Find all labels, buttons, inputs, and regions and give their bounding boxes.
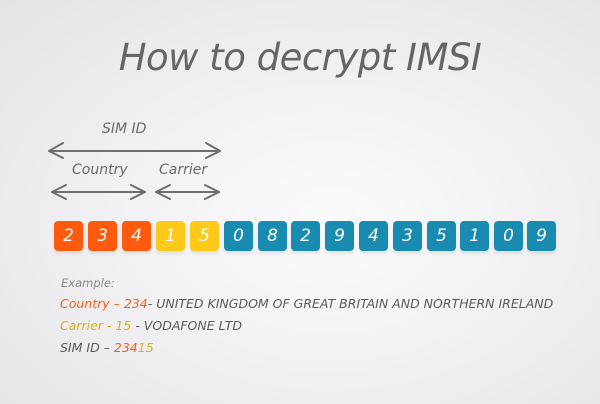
digit-box-subscriber: 9: [325, 221, 354, 251]
digit-box-subscriber: 0: [494, 221, 523, 251]
sim-country-part: 234: [113, 340, 138, 355]
country-arrow-icon: [51, 184, 146, 200]
digit-box-country: 2: [54, 221, 83, 251]
sim-carrier-part: 15: [137, 340, 154, 355]
sim-id-text: SIM ID –: [60, 340, 114, 355]
digit-box-carrier: 5: [190, 221, 219, 251]
digit-box-subscriber: 0: [224, 221, 253, 251]
digit-box-subscriber: 1: [460, 221, 489, 251]
digit-box-subscriber: 3: [393, 221, 422, 251]
digit-box-country: 3: [88, 221, 117, 251]
digit-box-subscriber: 4: [359, 221, 388, 251]
digit-box-subscriber: 2: [291, 221, 320, 251]
sim-id-label: SIM ID: [102, 121, 147, 137]
example-carrier-line: Carrier - 15 - VODAFONE LTD: [60, 318, 242, 333]
digit-box-subscriber: 5: [427, 221, 456, 251]
country-code-label: Country – 234: [60, 296, 148, 311]
digit-box-carrier: 1: [156, 221, 185, 251]
carrier-name: - VODAFONE LTD: [131, 318, 242, 333]
carrier-arrow-icon: [155, 184, 220, 200]
country-name: - UNITED KINGDOM OF GREAT BRITAIN AND NO…: [147, 296, 554, 311]
example-sim-line: SIM ID – 23415: [60, 340, 154, 355]
digit-box-subscriber: 9: [527, 221, 556, 251]
digit-box-country: 4: [122, 221, 151, 251]
digit-box-subscriber: 8: [258, 221, 287, 251]
example-country-line: Country – 234- UNITED KINGDOM OF GREAT B…: [60, 296, 553, 311]
sim-id-arrow-icon: [48, 142, 221, 159]
carrier-label: Carrier: [159, 162, 208, 178]
page-title: How to decrypt IMSI: [118, 36, 482, 79]
example-heading: Example:: [61, 276, 115, 290]
carrier-code-label: Carrier - 15: [60, 318, 132, 333]
country-label: Country: [72, 162, 128, 178]
